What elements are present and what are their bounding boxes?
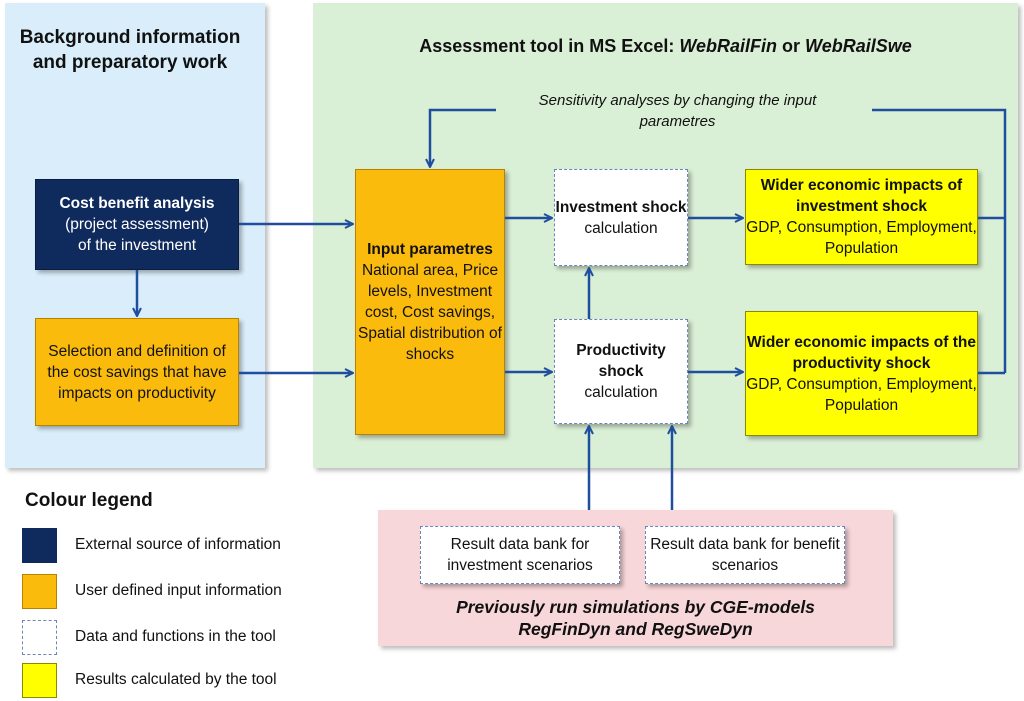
legend-swatch-tool-data: [22, 620, 57, 655]
arrow-sensitivity-to-input: [430, 108, 496, 167]
legend-swatch-user-input: [22, 574, 57, 609]
benefit-data-bank-box: Result data bank for benefit scenarios: [645, 526, 845, 584]
investment-shock-sub: calculation: [584, 219, 658, 237]
cba-line1: (project assessment): [65, 216, 209, 233]
wider-impacts-productivity-box: Wider economic impacts of the productivi…: [745, 311, 978, 436]
tool-title-prefix: Assessment tool in MS Excel:: [419, 36, 680, 56]
wider-impacts-productivity-title: Wider economic impacts of the productivi…: [747, 333, 976, 372]
previous-simulations-line1: Previously run simulations by CGE-models: [456, 597, 815, 617]
cost-benefit-analysis-box: Cost benefit analysis (project assessmen…: [35, 179, 239, 270]
wider-impacts-productivity-text: GDP, Consumption, Employment, Population: [746, 375, 977, 414]
investment-shock-box: Investment shock calculation: [554, 169, 688, 266]
previous-simulations-text: Previously run simulations by CGE-models…: [378, 596, 893, 640]
tool-title-name-swe: WebRailSwe: [805, 36, 912, 56]
legend-swatch-external: [22, 528, 57, 563]
tool-title-or: or: [777, 36, 806, 56]
legend-label-external: External source of information: [75, 536, 281, 553]
sensitivity-feedback-loop: [872, 108, 1007, 375]
legend-title: Colour legend: [25, 490, 153, 511]
assessment-tool-title: Assessment tool in MS Excel: WebRailFin …: [313, 34, 1018, 59]
cba-title: Cost benefit analysis: [59, 195, 215, 212]
wider-impacts-investment-text: GDP, Consumption, Employment, Population: [746, 219, 977, 257]
benefit-data-bank-text: Result data bank for benefit scenarios: [650, 536, 840, 574]
investment-data-bank-text: Result data bank for investment scenario…: [447, 536, 593, 574]
wider-impacts-investment-box: Wider economic impacts of investment sho…: [745, 169, 978, 265]
cba-line2: of the investment: [77, 237, 197, 254]
legend-label-user-input: User defined input information: [75, 582, 282, 599]
background-panel-title: Background information and preparatory w…: [19, 27, 241, 73]
input-parametres-title: Input parametres: [367, 241, 493, 258]
input-parametres-box: Input parametres National area, Price le…: [355, 169, 505, 435]
input-parametres-text: National area, Price levels, Investment …: [358, 262, 502, 363]
wider-impacts-investment-title: Wider economic impacts of investment sho…: [760, 177, 963, 215]
productivity-shock-box: Productivity shock calculation: [554, 319, 688, 424]
selection-text: Selection and definition of the cost sav…: [47, 342, 227, 402]
productivity-shock-sub: calculation: [584, 384, 658, 401]
previous-simulations-line2: RegFinDyn and RegSweDyn: [518, 619, 753, 639]
cost-savings-selection-box: Selection and definition of the cost sav…: [35, 318, 239, 426]
legend-label-results: Results calculated by the tool: [75, 671, 277, 688]
investment-data-bank-box: Result data bank for investment scenario…: [420, 526, 620, 584]
legend-swatch-results: [22, 663, 57, 698]
legend-label-tool-data: Data and functions in the tool: [75, 628, 276, 645]
tool-title-name-fin: WebRailFin: [679, 36, 778, 56]
investment-shock-title: Investment shock: [555, 198, 687, 216]
sensitivity-analysis-note: Sensitivity analyses by changing the inp…: [538, 92, 817, 130]
productivity-shock-title: Productivity shock: [576, 342, 666, 380]
